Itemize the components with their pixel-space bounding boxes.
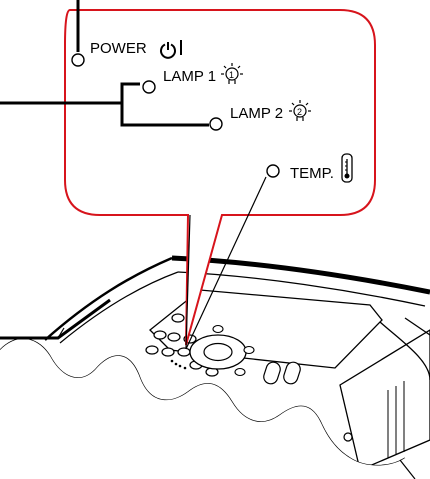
pointer-line bbox=[185, 176, 267, 350]
indicator-lamp1: LAMP 1 1 bbox=[142, 63, 243, 94]
projector-front-face bbox=[339, 329, 430, 471]
panel-button bbox=[171, 313, 185, 323]
temp-led bbox=[266, 164, 280, 178]
control-buttons bbox=[145, 313, 301, 385]
cutaway-wave-fill bbox=[0, 338, 430, 479]
temp-label: TEMP. bbox=[290, 165, 334, 182]
panel-button bbox=[161, 347, 175, 357]
projector-left-edge bbox=[44, 256, 173, 341]
projector-side-edge bbox=[177, 271, 426, 307]
panel-button bbox=[153, 330, 167, 340]
lamp-2-label: LAMP 2 bbox=[230, 105, 283, 122]
projector-right-side bbox=[379, 321, 430, 381]
leader-line-bottom-inner bbox=[57, 327, 65, 339]
panel-button bbox=[243, 345, 255, 355]
lamp-bracket bbox=[0, 82, 140, 105]
indicator-dot bbox=[183, 366, 187, 370]
lower-corner-edge bbox=[399, 459, 416, 479]
indicator-lamp2: LAMP 2 2 bbox=[209, 100, 311, 131]
projector-left-edge-inner bbox=[59, 271, 179, 344]
svg-text:2: 2 bbox=[297, 107, 302, 117]
power-icon bbox=[160, 40, 182, 59]
indicator-power: POWER bbox=[71, 40, 182, 67]
pill-button bbox=[283, 361, 301, 385]
panel-button bbox=[212, 324, 224, 334]
indicator-dot bbox=[170, 359, 174, 363]
lens-screw bbox=[343, 432, 353, 442]
indicator-temp: TEMP. bbox=[266, 153, 353, 183]
power-led bbox=[71, 53, 85, 67]
indicator-dot bbox=[174, 362, 178, 366]
pointer-line bbox=[185, 214, 191, 350]
projector-illustration bbox=[0, 255, 430, 479]
pill-button bbox=[263, 361, 281, 385]
panel-button bbox=[177, 347, 191, 357]
lamp-2-led bbox=[209, 117, 223, 131]
lamp-2-icon: 2 bbox=[289, 100, 311, 121]
indicator-dot bbox=[178, 364, 182, 368]
svg-text:1: 1 bbox=[229, 70, 234, 80]
panel-button bbox=[234, 367, 246, 377]
callout-outline bbox=[64, 9, 376, 346]
leader-lines bbox=[0, 298, 111, 340]
lamp-bracket-lower bbox=[120, 103, 209, 127]
panel-button bbox=[167, 332, 181, 342]
thermometer-icon bbox=[341, 153, 353, 183]
power-label: POWER bbox=[90, 40, 147, 57]
lamp-1-icon: 1 bbox=[221, 63, 243, 84]
panel-button bbox=[145, 345, 159, 355]
control-dial-inner bbox=[203, 342, 233, 362]
lamp-1-led bbox=[142, 80, 156, 94]
lamp-1-label: LAMP 1 bbox=[163, 68, 216, 85]
